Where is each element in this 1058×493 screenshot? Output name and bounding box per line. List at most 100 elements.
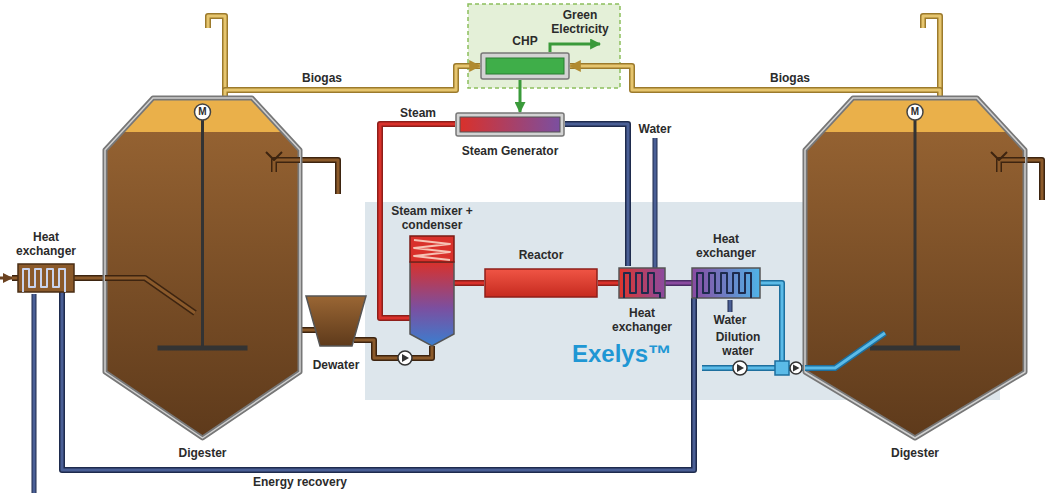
digester-tank-shape — [105, 98, 300, 460]
pipe-line — [478, 282, 484, 285]
pump-casing — [733, 361, 747, 375]
node-label: Heat exchanger — [12, 230, 80, 258]
node-label: CHP — [480, 34, 570, 48]
water-outlet-pipe — [33, 294, 36, 493]
overflow-funnel — [266, 152, 282, 160]
digester-body — [105, 98, 300, 438]
pipe-stub — [454, 280, 478, 286]
reactor-body — [485, 269, 597, 297]
pipe-stub — [274, 160, 300, 172]
flow-label: Energy recovery — [253, 475, 347, 489]
digester-wall — [105, 98, 300, 438]
pipe-stub — [105, 278, 195, 313]
pipe-stub — [665, 282, 680, 285]
pipe-connector — [570, 66, 940, 98]
pipe-outline — [80, 275, 105, 281]
exchanger-body — [619, 268, 665, 298]
pipe-stub — [386, 315, 410, 321]
node-label: Digester — [105, 446, 300, 460]
overflow-pipe — [298, 160, 338, 194]
pipe-stub — [760, 282, 766, 285]
pipe-outline — [565, 124, 628, 266]
digester-wall — [805, 98, 1025, 438]
pump-symbol — [790, 362, 802, 374]
exchanger-body — [18, 264, 74, 292]
flow-label: Biogas — [302, 71, 342, 85]
pipe-connector — [565, 124, 628, 266]
motor-symbol — [195, 104, 211, 120]
pipe-stub — [354, 339, 366, 342]
flow-label: Steam — [400, 106, 436, 120]
gas-vent-pipe — [208, 16, 225, 92]
pipe-outline — [225, 66, 480, 98]
digester-tank: Digester — [805, 98, 1025, 460]
chp-casing — [481, 53, 569, 79]
heat-exchanger: Heat exchanger — [604, 266, 680, 334]
pipe-stub — [686, 280, 692, 286]
pipe-connector — [80, 278, 105, 279]
steam-generator: Steam Generator — [455, 112, 565, 158]
flow-label-box: Biogas — [770, 71, 810, 85]
pipe-stub — [386, 317, 410, 320]
node-label: Digester — [805, 446, 1025, 460]
pipe-connector — [225, 66, 480, 98]
stream-label: Water — [714, 313, 747, 327]
label-box: M — [198, 106, 206, 118]
pipe-stub — [74, 275, 80, 281]
pump-symbol — [733, 361, 747, 375]
overflow-funnel — [991, 152, 1007, 160]
coil-symbol — [23, 269, 65, 292]
digester-tank-shape — [805, 98, 1025, 460]
label-box: Green Electricity — [544, 8, 616, 36]
electricity-arrow — [550, 44, 600, 52]
pipe-connector — [680, 283, 686, 284]
pipe-stub — [760, 280, 766, 286]
inline-mixer — [775, 361, 789, 375]
pipe-line — [766, 283, 805, 368]
chp-unit: CHP — [480, 34, 570, 80]
water-outlet-pipe — [32, 294, 37, 493]
digester-wall — [105, 98, 300, 438]
dewatering-unit: Dewater — [306, 296, 366, 372]
node-label: Steam mixer + condenser — [386, 204, 478, 232]
zone-title: Exelys™ — [572, 340, 672, 368]
steam-coil — [414, 240, 450, 260]
node-label: Steam Generator — [455, 144, 565, 158]
exchanger-body — [692, 268, 760, 298]
agitator-blade — [870, 346, 960, 351]
pipe-line — [225, 66, 480, 98]
flow-label-box: Biogas — [302, 71, 342, 85]
pipe-line — [519, 80, 522, 112]
pump-casing — [398, 351, 412, 365]
pump-casing — [790, 362, 802, 374]
condenser-head — [410, 236, 454, 262]
agitator-shaft — [914, 120, 917, 348]
pump-impeller — [402, 354, 409, 362]
pipe-connector — [766, 283, 805, 368]
flow-label-box: Steam — [400, 106, 436, 120]
mixer-body — [410, 262, 454, 346]
pipe-stub — [805, 333, 885, 368]
water-inlet-pipe — [653, 138, 658, 268]
pipe-stub — [604, 282, 619, 285]
gas-vent-pipe — [923, 16, 940, 92]
pipe-line — [80, 277, 105, 280]
stream-label: Water — [639, 122, 672, 136]
node-label: Dewater — [306, 358, 366, 372]
pipe-outline — [570, 66, 940, 98]
pipe-connector — [520, 80, 521, 112]
label-box: Water — [714, 313, 747, 327]
heat-exchanger: Heat exchanger — [686, 232, 766, 300]
node-label: Heat exchanger — [686, 232, 766, 260]
pipe-outline — [680, 280, 686, 286]
node-label: Reactor — [484, 248, 598, 262]
agitator-shaft — [201, 120, 204, 348]
generator-core — [460, 117, 560, 132]
coil-symbol — [624, 273, 660, 298]
flow-label-box: Energy recovery — [253, 475, 347, 489]
coil-symbol — [697, 273, 751, 298]
label-box: Dilution water — [706, 330, 770, 358]
pipe-stub — [665, 280, 680, 286]
gas-vent-pipe — [208, 16, 225, 92]
